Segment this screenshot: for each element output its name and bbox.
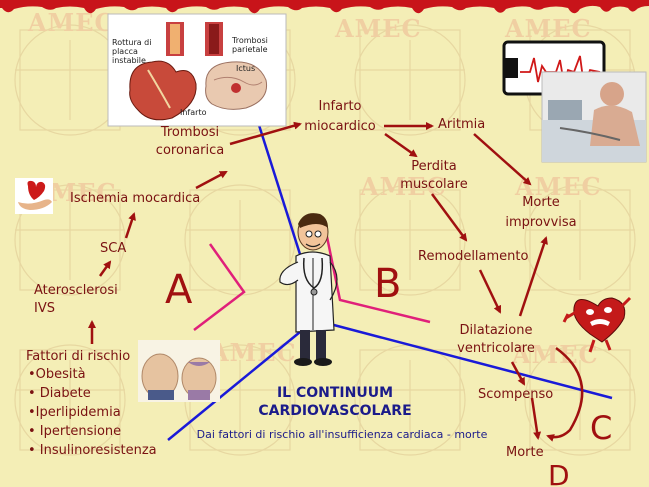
risk-factor-item: • Insulinoresistenza (28, 443, 157, 458)
heart-caption: Infarto (180, 108, 207, 117)
arrow-ischemia-to-trombosi (195, 170, 228, 190)
node-dilatazione: Dilatazione (459, 323, 533, 338)
title-line-2: CARDIOVASCOLARE (258, 403, 412, 419)
node-ivs: IVS (34, 301, 55, 316)
node-sca: SCA (100, 241, 127, 256)
node-miocardico: miocardico (304, 119, 376, 134)
arrow-dilat-to-scompenso (510, 361, 526, 386)
plaque-caption: Rottura di placca instabile (112, 38, 152, 65)
arrow-curved-to-morte (546, 346, 584, 442)
node-aterosclerosi: Aterosclerosi (34, 283, 118, 298)
node-perdita: Perdita (411, 159, 457, 174)
node-morte-improvvisa-1: Morte (522, 195, 560, 210)
watermark: AMEC (210, 338, 297, 367)
arrow-trombosi-to-infarto (229, 121, 302, 146)
arrow-aritmia-to-morte (473, 133, 532, 186)
node-infarto: Infarto (318, 99, 362, 114)
watermark: AMEC (335, 14, 422, 43)
region-a-chevron (193, 243, 246, 331)
blood-drip-border (0, 0, 649, 14)
arrow-sca-to-ischemia (124, 212, 136, 239)
node-scompenso: Scompenso (478, 387, 554, 402)
node-muscolare: muscolare (400, 177, 468, 192)
node-aritmia: Aritmia (438, 117, 486, 132)
title-line-1: IL CONTINUUM (276, 385, 394, 401)
node-morte: Morte (506, 445, 544, 460)
watermark: AMEC (360, 172, 447, 201)
region-a-label: A (165, 267, 193, 313)
risk-factors-title: Fattori di rischio (26, 349, 131, 364)
node-morte-improvvisa-2: improvvisa (505, 215, 577, 230)
risk-factor-item: •Iperlipidemia (28, 405, 121, 420)
node-remodellamento: Remodellamento (418, 249, 529, 264)
diagram-subtitle: Dai fattori di rischio all'insufficienza… (196, 428, 488, 441)
risk-factor-item: • Ipertensione (28, 424, 122, 439)
brain-caption: Ictus (236, 64, 256, 73)
region-c-label: C (590, 409, 613, 447)
arrow-atero-to-sca (98, 260, 112, 277)
blue-divider-line (329, 322, 613, 400)
blue-divider-line (167, 331, 301, 441)
region-d-label: D (548, 459, 570, 487)
thrombus-caption: Trombosi parietale (232, 36, 268, 54)
arrow-infarto-to-perdita (384, 132, 418, 158)
arrow-scompenso-to-morte (530, 397, 542, 440)
watermark: AMEC (515, 172, 602, 201)
arrow-perdita-to-remodel (430, 193, 468, 242)
node-coronarica: coronarica (155, 143, 225, 158)
arrow-dilat-to-morte-improvvisa (518, 236, 548, 317)
heart-image (129, 60, 197, 121)
blue-divider-line (256, 121, 307, 271)
arrow-remodel-to-dilat (478, 269, 502, 314)
risk-factor-item: •Obesità (28, 367, 86, 382)
node-ventricolare: ventricolare (457, 341, 535, 356)
watermark: AMEC (28, 8, 115, 37)
node-ischemia: Ischemia mocardica (70, 191, 201, 206)
diagram-title: IL CONTINUUM CARDIOVASCOLARE (230, 384, 440, 420)
region-b-chevron (324, 231, 431, 324)
node-trombosi: Trombosi (160, 125, 220, 140)
watermark: AMEC (512, 340, 599, 369)
region-b-label: B (374, 261, 402, 307)
watermark: AMEC (505, 14, 592, 43)
risk-factor-item: • Diabete (28, 386, 91, 401)
